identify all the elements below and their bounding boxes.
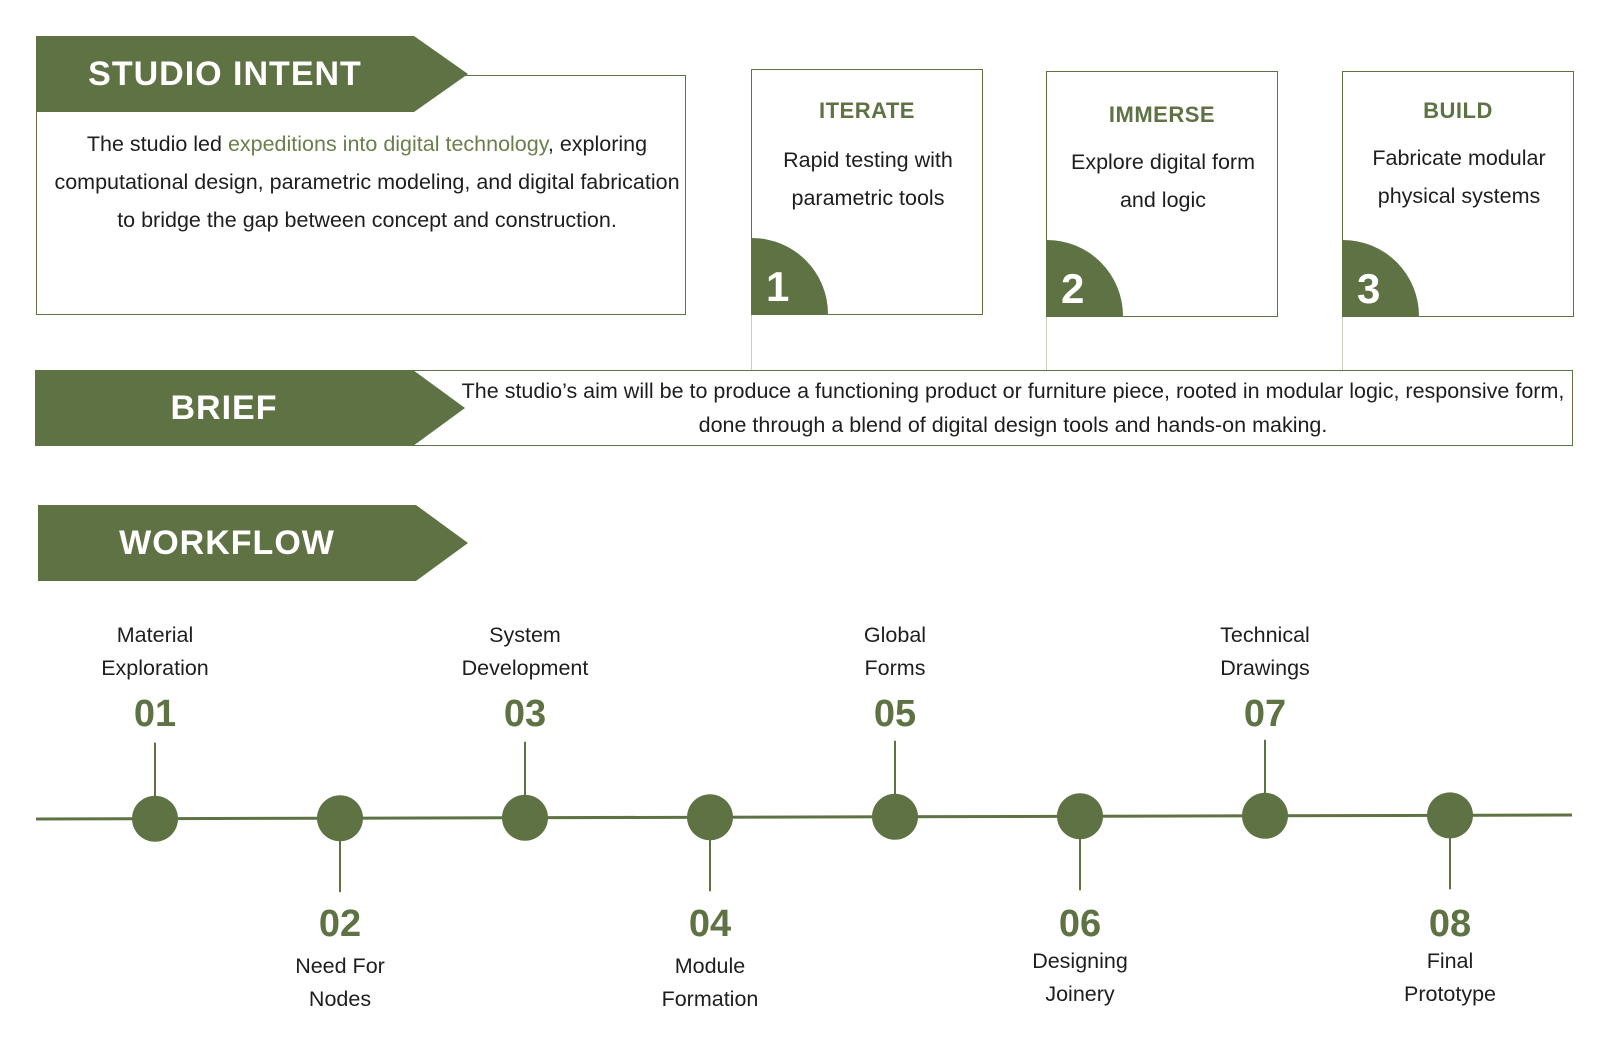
step-label-line: Global — [863, 623, 927, 647]
card-connector-line — [751, 315, 752, 371]
card-body: Explore digital form and logic — [1070, 150, 1256, 212]
step-label-line: Module — [674, 954, 746, 978]
workflow-banner — [38, 505, 468, 581]
intent-banner — [36, 36, 468, 112]
step-label-line: Development — [461, 656, 589, 680]
step-number: 04 — [688, 903, 732, 945]
card-title: ITERATE — [819, 98, 915, 123]
timeline-node — [1057, 793, 1103, 840]
card-build: BUILD Fabricate modular physical systems… — [1342, 71, 1574, 317]
intent-text-before: The studio led — [86, 132, 228, 156]
step-number: 05 — [873, 693, 917, 735]
timeline-node — [687, 794, 733, 841]
timeline-node — [502, 794, 548, 841]
timeline-node — [872, 793, 918, 840]
brief-banner — [35, 370, 465, 446]
step-label-line: System — [489, 623, 561, 647]
timeline-node — [317, 795, 363, 842]
timeline-axis — [35, 813, 1573, 821]
brief-text: The studio’s aim will be to produce a fu… — [461, 379, 1565, 437]
step-number: 03 — [503, 693, 547, 735]
step-label-line: Technical — [1220, 623, 1310, 647]
step-label-line: Prototype — [1403, 982, 1497, 1006]
intent-description: The studio led expeditions into digital … — [52, 125, 682, 239]
card-body: Fabricate modular physical systems — [1372, 146, 1546, 208]
step-number: 07 — [1243, 693, 1287, 735]
card-number: 3 — [1357, 265, 1381, 312]
step-label-line: Material — [116, 623, 194, 647]
card-title: IMMERSE — [1108, 102, 1216, 127]
workflow-title: WORKFLOW — [119, 523, 335, 562]
card-iterate: ITERATE Rapid testing with parametric to… — [751, 69, 983, 315]
card-connector-line — [1342, 316, 1343, 371]
step-number: 08 — [1428, 903, 1472, 945]
step-number: 02 — [318, 903, 362, 945]
card-connector-line — [1046, 316, 1047, 371]
step-number: 01 — [133, 693, 177, 735]
card-number: 1 — [766, 263, 790, 310]
intent-box — [36, 75, 686, 315]
step-label-line: Joinery — [1045, 982, 1115, 1006]
step-label-line: Final — [1426, 949, 1474, 973]
step-label-line: Forms — [864, 656, 926, 680]
card-immerse: IMMERSE Explore digital form and logic 2 — [1046, 71, 1278, 317]
step-label-line: Designing — [1032, 949, 1128, 973]
step-label-line: Drawings — [1220, 656, 1310, 680]
timeline-node — [1242, 792, 1288, 839]
intent-text-after: , exploring computational design, parame… — [54, 132, 680, 232]
step-label-line: Nodes — [308, 987, 372, 1011]
timeline-node — [132, 795, 178, 842]
step-label-line: Need For — [295, 954, 385, 978]
step-label-line: Exploration — [101, 656, 209, 680]
step-label-line: Formation — [661, 987, 759, 1011]
intent-title: STUDIO INTENT — [88, 54, 362, 93]
intent-text-highlight: expeditions into digital technology — [227, 132, 548, 156]
brief-title: BRIEF — [170, 388, 278, 427]
step-number: 06 — [1058, 903, 1102, 945]
card-title: BUILD — [1423, 98, 1493, 123]
card-number: 2 — [1061, 265, 1085, 312]
card-body: Rapid testing with parametric tools — [783, 148, 953, 210]
timeline-node — [1427, 792, 1473, 839]
